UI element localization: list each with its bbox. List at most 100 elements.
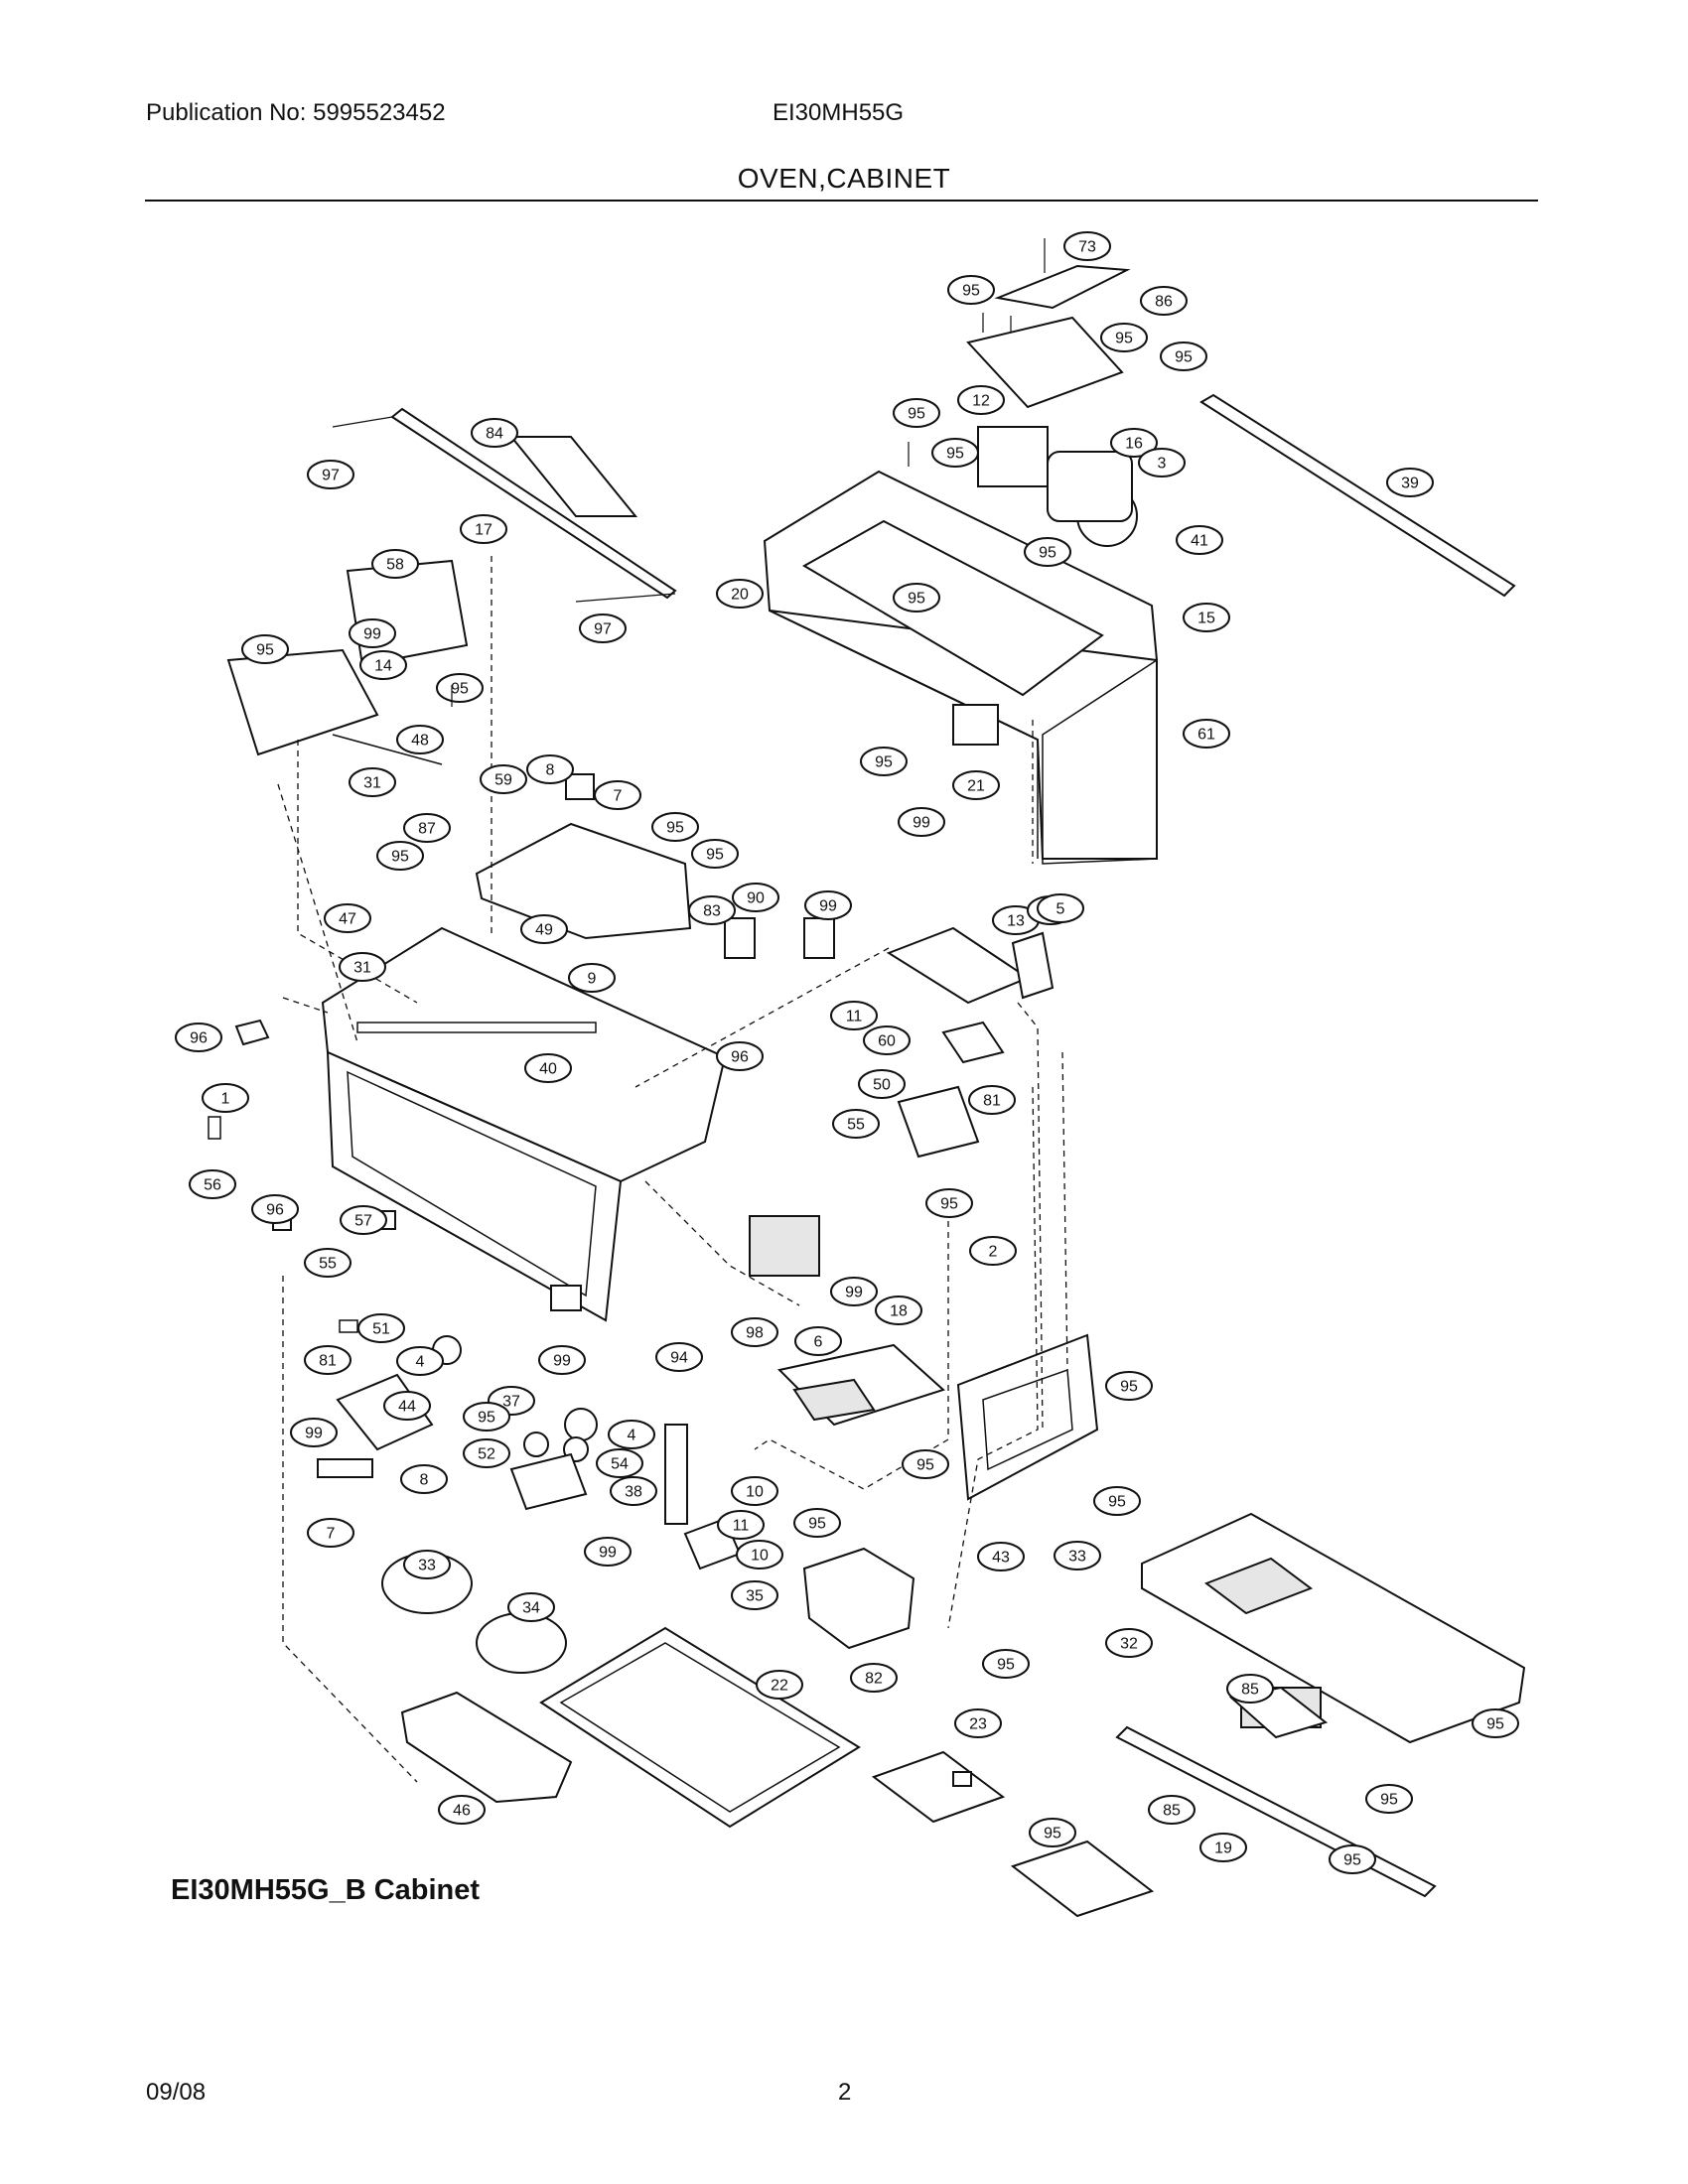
callout-10: 10 [731,1476,778,1506]
callout-bubble [1100,323,1148,352]
callout-11: 11 [717,1510,765,1540]
callout-95: 95 [1093,1486,1141,1516]
callout-number: 95 [908,406,925,423]
callout-number: 21 [967,778,985,795]
callout-33: 33 [1054,1541,1101,1570]
callout-number: 22 [771,1678,788,1695]
callout-85: 85 [1148,1795,1196,1825]
callout-bubble [339,952,386,982]
callout-58: 58 [371,549,419,579]
callout-95: 95 [376,841,424,871]
callout-bubble [371,549,419,579]
callout-number: 31 [353,960,371,977]
callout-number: 57 [354,1213,372,1230]
callout-number: 84 [486,426,503,443]
callout-bubble [396,1346,444,1376]
callout-bubble [830,1277,878,1306]
callout-31: 31 [339,952,386,982]
callout-82: 82 [850,1663,898,1693]
callout-bubble [1063,231,1111,261]
callout-95: 95 [982,1649,1030,1679]
callout-bubble [436,673,484,703]
callout-bubble [736,1540,783,1570]
callout-number: 99 [305,1426,323,1442]
callout-number: 97 [322,468,340,484]
callout-number: 54 [611,1456,629,1473]
callout-number: 50 [873,1077,891,1094]
callout-number: 99 [819,898,837,915]
callout-number: 39 [1401,476,1419,492]
callout-bubble [858,1069,906,1099]
callout-number: 95 [1486,1716,1504,1733]
callout-bubble [875,1296,922,1325]
callout-10: 10 [736,1540,783,1570]
callout-bubble [584,1537,632,1567]
callout-99: 99 [290,1418,338,1447]
callout-bubble [947,275,995,305]
callout-number: 95 [1120,1379,1138,1396]
callout-number: 83 [703,903,721,920]
callout-bubble [290,1418,338,1447]
footer-date: 09/08 [146,2079,207,2106]
callout-number: 6 [814,1334,823,1351]
callout-20: 20 [716,579,764,609]
callout-bubble [691,839,739,869]
callout-bubble [830,1001,878,1030]
callout-number: 96 [266,1202,284,1219]
callout-number: 13 [1007,913,1025,930]
callout-bubble [1138,448,1186,478]
callout-number: 95 [962,283,980,300]
callout-bubble [1105,1628,1153,1658]
callout-bubble [1110,428,1158,458]
callout-number: 31 [363,775,381,792]
callout-bubble [655,1342,703,1372]
callout-bubble [1176,525,1223,555]
callout-bubble [793,1508,841,1538]
callout-31: 31 [349,767,396,797]
callout-number: 85 [1163,1803,1181,1820]
callout-bubble [608,1420,655,1449]
callout-number: 95 [706,847,724,864]
callout-52: 52 [463,1438,510,1468]
callout-bubble [717,1510,765,1540]
callout-bubble [438,1795,486,1825]
callout-33: 33 [403,1550,451,1579]
callout-bubble [893,583,940,613]
callout-95: 95 [793,1508,841,1538]
callout-95: 95 [925,1188,973,1218]
callout-bubble [471,418,518,448]
callout-bubble [189,1169,236,1199]
callout-56: 56 [189,1169,236,1199]
callout-2: 2 [969,1236,1017,1266]
callout-7: 7 [307,1518,354,1548]
callout-bubble [376,841,424,871]
callout-number: 87 [418,821,436,838]
callout-95: 95 [1100,323,1148,352]
callout-number: 11 [846,1009,863,1025]
callout-number: 95 [940,1196,958,1213]
callout-number: 9 [588,971,597,988]
callout-number: 97 [594,621,612,638]
callout-number: 33 [1068,1549,1086,1566]
callout-bubble [202,1083,249,1113]
callout-number: 20 [731,587,749,604]
callout-bubble [1037,893,1084,923]
publication-number: Publication No: 5995523452 [146,99,446,126]
callout-bubble [241,634,289,664]
callout-number: 37 [502,1394,520,1411]
callout-bubble [716,1041,764,1071]
callout-95: 95 [651,812,699,842]
callout-bubble [568,963,616,993]
callout-number: 99 [913,815,930,832]
callout-bubble [863,1025,911,1055]
callout-number: 8 [546,762,555,779]
callout-19: 19 [1199,1833,1247,1862]
callout-number: 33 [418,1558,436,1574]
callout-number: 56 [204,1177,221,1194]
callout-94: 94 [655,1342,703,1372]
callout-3: 3 [1138,448,1186,478]
callout-39: 39 [1386,468,1434,497]
callout-4: 4 [396,1346,444,1376]
callout-97: 97 [307,460,354,489]
callout-bubble [1140,286,1188,316]
